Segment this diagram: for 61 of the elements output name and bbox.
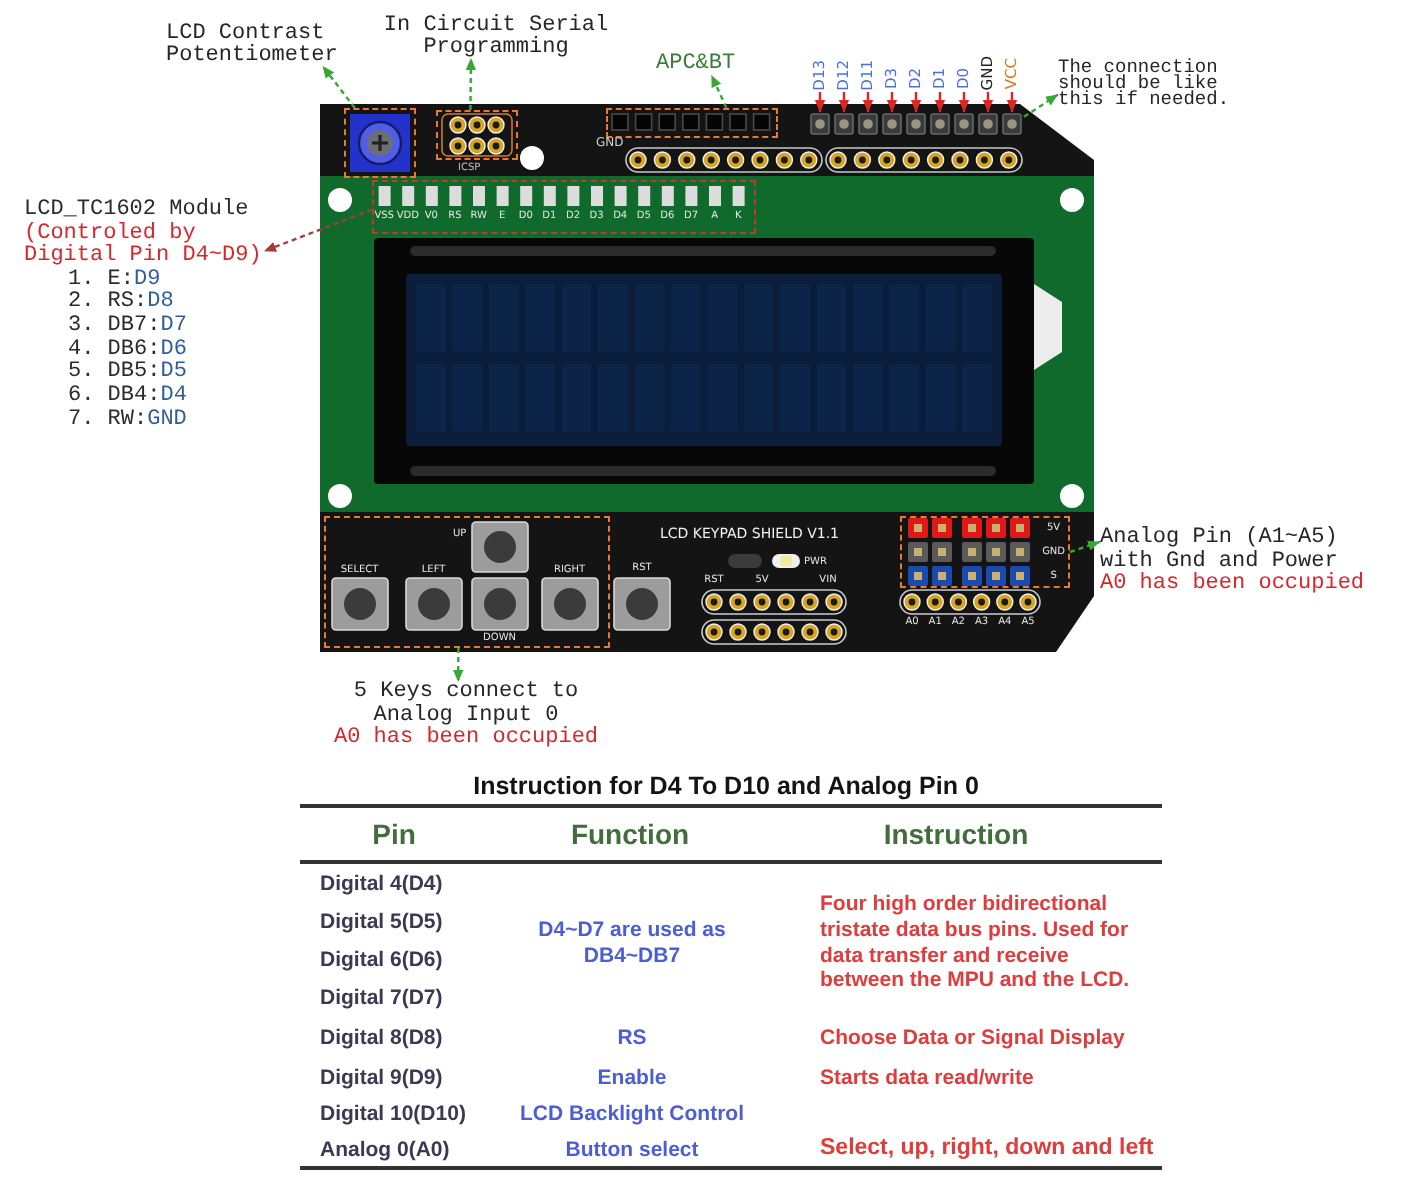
pin-name: Digital 7(D7) xyxy=(320,985,443,1011)
pin-name: Digital 6(D6) xyxy=(320,947,443,973)
function-text: Enable xyxy=(597,1065,667,1091)
callout-text: APC&BT xyxy=(656,54,736,75)
function-text: Button select xyxy=(565,1137,699,1163)
instruction-text: Starts data read/write xyxy=(820,1065,1034,1091)
leader-line xyxy=(465,58,477,110)
callout-text: In Circuit Serial Programming xyxy=(382,16,610,58)
column-header: Function xyxy=(570,818,690,850)
module-name: LCD_TC1602 Module xyxy=(24,200,249,222)
callout-note: (Controled by Digital Pin D4~D9) xyxy=(24,223,264,269)
potentiometer xyxy=(344,108,416,178)
pin-arrow xyxy=(982,92,994,112)
leader-line xyxy=(710,74,728,109)
pin-name: Digital 8(D8) xyxy=(320,1025,443,1051)
instruction-text: Four high order bidirectional tristate data bus pins. Used for data transfer and receive between the MPU and the LCD. xyxy=(820,892,1132,995)
pin-mapping: 4. DB6:D6 xyxy=(68,339,187,362)
pin-arrow xyxy=(1006,92,1018,112)
warning-note: A0 has been occupied xyxy=(1100,574,1365,597)
pin-name: Digital 9(D9) xyxy=(320,1065,443,1091)
column-header: Instruction xyxy=(883,818,1029,850)
pin-mapping: 5. DB5:D5 xyxy=(68,362,187,385)
leader-line xyxy=(453,648,464,682)
pin-name: Digital 10(D10) xyxy=(320,1101,466,1127)
pin-arrow xyxy=(934,92,946,112)
pin-arrow xyxy=(814,92,826,112)
pin-header xyxy=(900,516,1070,588)
pin-arrow xyxy=(862,92,874,112)
pin-mapping: 7. RW:GND xyxy=(68,409,187,433)
pin-name: Digital 5(D5) xyxy=(320,909,443,935)
leader-line xyxy=(263,208,373,253)
function-text: LCD Backlight Control xyxy=(520,1101,744,1127)
instruction-text: Select, up, right, down and left xyxy=(820,1134,1154,1162)
pin-name: Analog 0(A0) xyxy=(320,1137,450,1163)
column-header: Pin xyxy=(372,818,416,850)
button-group xyxy=(324,516,610,648)
note-text: The connection should be like this if needed. xyxy=(1058,60,1232,108)
pin-arrow xyxy=(886,92,898,112)
pin-mapping: 2. RS:D8 xyxy=(68,292,174,315)
warning-note: A0 has been occupied xyxy=(334,728,599,751)
leader-line xyxy=(321,65,356,109)
pin-name: Digital 4(D4) xyxy=(320,871,443,897)
callout-text: Analog Pin (A1~A5) with Gnd and Power xyxy=(1100,528,1338,573)
lcd-connector xyxy=(372,180,756,234)
pin-mapping: 3. DB7:D7 xyxy=(68,315,187,339)
leader-line xyxy=(1069,540,1101,554)
callout-text: LCD Contrast Potentiometer xyxy=(166,24,340,66)
pin-arrow xyxy=(910,92,922,112)
pin-header xyxy=(606,108,778,138)
table-title: Instruction for D4 To D10 and Analog Pin 0 xyxy=(473,772,979,802)
instruction-text: Choose Data or Signal Display xyxy=(820,1025,1125,1051)
leader-line xyxy=(1023,93,1059,118)
pin-arrow xyxy=(838,92,850,112)
pin-header xyxy=(808,112,1024,136)
callout-text: 5 Keys connect to Analog Input 0 xyxy=(352,682,579,727)
function-text: RS xyxy=(617,1025,647,1051)
icsp-header xyxy=(436,110,518,160)
pin-mapping: 6. DB4:D4 xyxy=(68,386,187,409)
function-text: D4~D7 are used as DB4~DB7 xyxy=(537,918,727,968)
pin-arrow xyxy=(958,92,970,112)
pin-mapping: 1. E:D9 xyxy=(68,269,161,291)
